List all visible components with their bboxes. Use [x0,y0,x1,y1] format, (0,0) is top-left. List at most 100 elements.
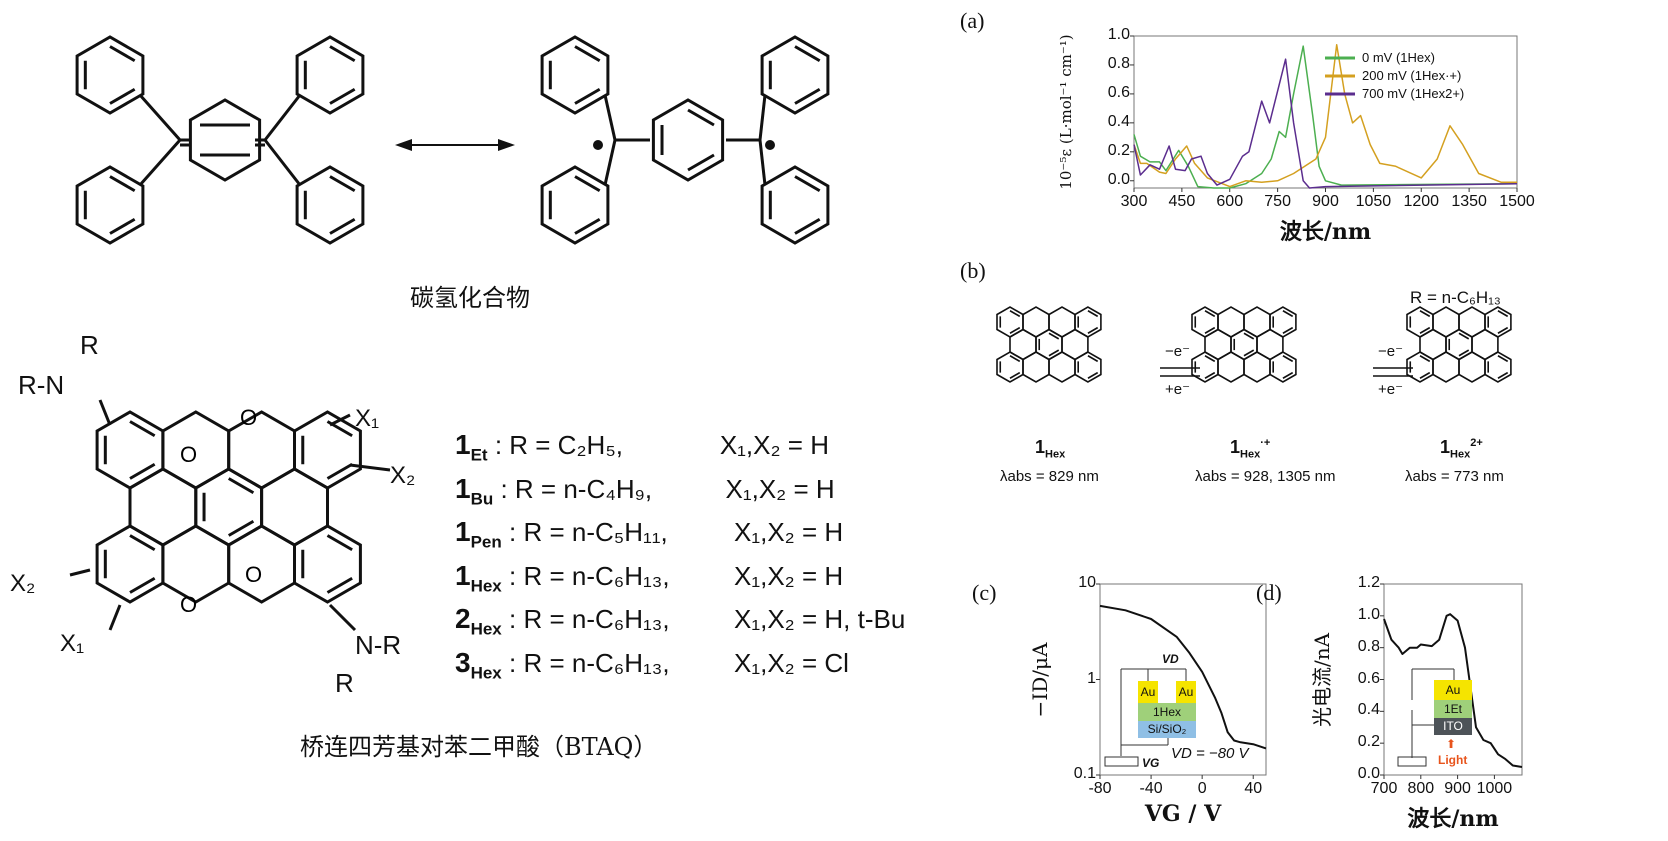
y-tick-label: 0.2 [1357,733,1380,751]
double-bond [574,217,601,235]
bond [758,139,767,186]
series-line [1133,58,1518,189]
oxygen-atom: O [240,405,257,430]
bond [108,604,122,631]
double-bond [1419,326,1431,334]
x-tick-label: 750 [1264,193,1291,210]
double-bond [109,45,136,63]
panel-label-d: (d) [1256,580,1282,605]
radical-dot [765,140,775,150]
inset-vg: VG [1142,756,1160,770]
double-bond [1282,355,1294,363]
compound-entry: 1Bu : R = n-C₄H₉,X₁,X₂ = H [455,472,905,516]
reduction-label-2: +e⁻ [1378,381,1404,398]
benzene-ring [651,98,725,182]
btaq-r-top: R [80,330,99,360]
series-line [1133,43,1517,188]
double-bond [109,175,136,193]
compound-r: : R = n-C₅H₁₁, [509,517,668,548]
compound-id: 1Bu [455,472,494,509]
double-bond [1243,332,1255,340]
double-bond [1282,310,1294,318]
y-tick-label: 0.0 [1357,765,1380,782]
double-bond [574,45,601,63]
btaq-x1-top: X₁ [355,405,380,432]
species-name: 1Hex2+ [1440,437,1483,461]
double-bond [794,217,821,235]
species-lambda: λabs = 773 nm [1405,468,1504,485]
btaq-x2-bottom: X₂ [10,570,36,597]
double-bond [329,217,356,235]
double-bond [129,462,156,480]
x-tick-label: 800 [1407,780,1435,797]
btaq-r-n: R-N [18,370,65,400]
arrow-head [498,139,515,151]
x-tick-label: 0 [1197,780,1207,797]
double-bond [1087,371,1099,379]
series-line [1133,45,1518,189]
double-bond [1497,355,1509,363]
compound-r: : R = n-C₆H₁₃, [509,604,670,635]
inset-ito: ITO [1434,718,1472,735]
compound-x: X₁,X₂ = H, t-Bu [734,604,906,635]
double-bond [129,420,156,438]
double-bond [1282,326,1294,334]
double-bond [1009,371,1021,379]
inset-semiconductor: 1Hex [1138,703,1196,721]
bond [329,413,351,427]
compound-r: : R = n-C₆H₁₃, [509,647,670,678]
benzene-ring [540,35,610,115]
double-bond [109,217,136,235]
x-tick-label: 1350 [1451,193,1487,210]
annotation: VD = −80 V [1171,745,1249,762]
benzene-ring [188,98,262,182]
double-bond [1458,332,1470,340]
x-axis-label: 波长/nm [1407,806,1499,832]
double-bond [1204,326,1216,334]
double-bond [1419,310,1431,318]
compound-id: 1Pen [455,516,502,552]
compound-r: : R = C₂H₅, [494,430,624,460]
benzene-ring [760,165,830,245]
species-name: 1Hex·+ [1230,437,1271,461]
benzene-ring [1074,351,1102,383]
bond [603,94,617,141]
double-bond [227,477,255,495]
y-tick-label: 0.8 [1107,54,1130,72]
double-bond [687,108,715,127]
y-tick-label: 0.8 [1357,637,1380,655]
oxidation-label-1: −e⁻ [1165,343,1191,360]
x-tick-label: 900 [1312,193,1339,210]
compound-entry: 3Hex : R = n-C₆H₁₃,X₁,X₂ = Cl [455,646,905,690]
compound-id: 1Hex [455,559,502,596]
double-bond [1497,326,1509,334]
bond [263,94,302,141]
double-bond [1282,371,1294,379]
panel-b-label: (b) [960,258,986,283]
x-tick-label: 1050 [1355,193,1392,210]
species-lambda: λabs = 829 nm [1000,468,1099,485]
double-bond [1204,355,1216,363]
double-bond [1009,355,1021,363]
compound-entry: 1Pen : R = n-C₅H₁₁, X₁,X₂ = H [455,515,905,559]
double-bond [326,576,353,594]
compound-x: X₁,X₂ = H [734,517,844,548]
ground-hatch [1104,756,1139,767]
double-bond [794,87,821,105]
bond [138,139,182,186]
y-tick-label: 1 [1087,669,1096,687]
x-tick-label: 1000 [1476,780,1513,797]
benzene-ring [75,165,145,245]
inset-au-left: Au [1138,681,1158,703]
double-bond [1048,332,1060,340]
double-bond [227,519,255,537]
bond [263,139,302,186]
double-bond [1204,371,1216,379]
oxygen-atom: O [180,442,197,467]
x-axis-label: 波长/nm [1279,219,1372,245]
double-bond [1204,310,1216,318]
legend-entry: 200 mV (1Hex·+) [1362,68,1462,83]
bond [758,94,767,141]
